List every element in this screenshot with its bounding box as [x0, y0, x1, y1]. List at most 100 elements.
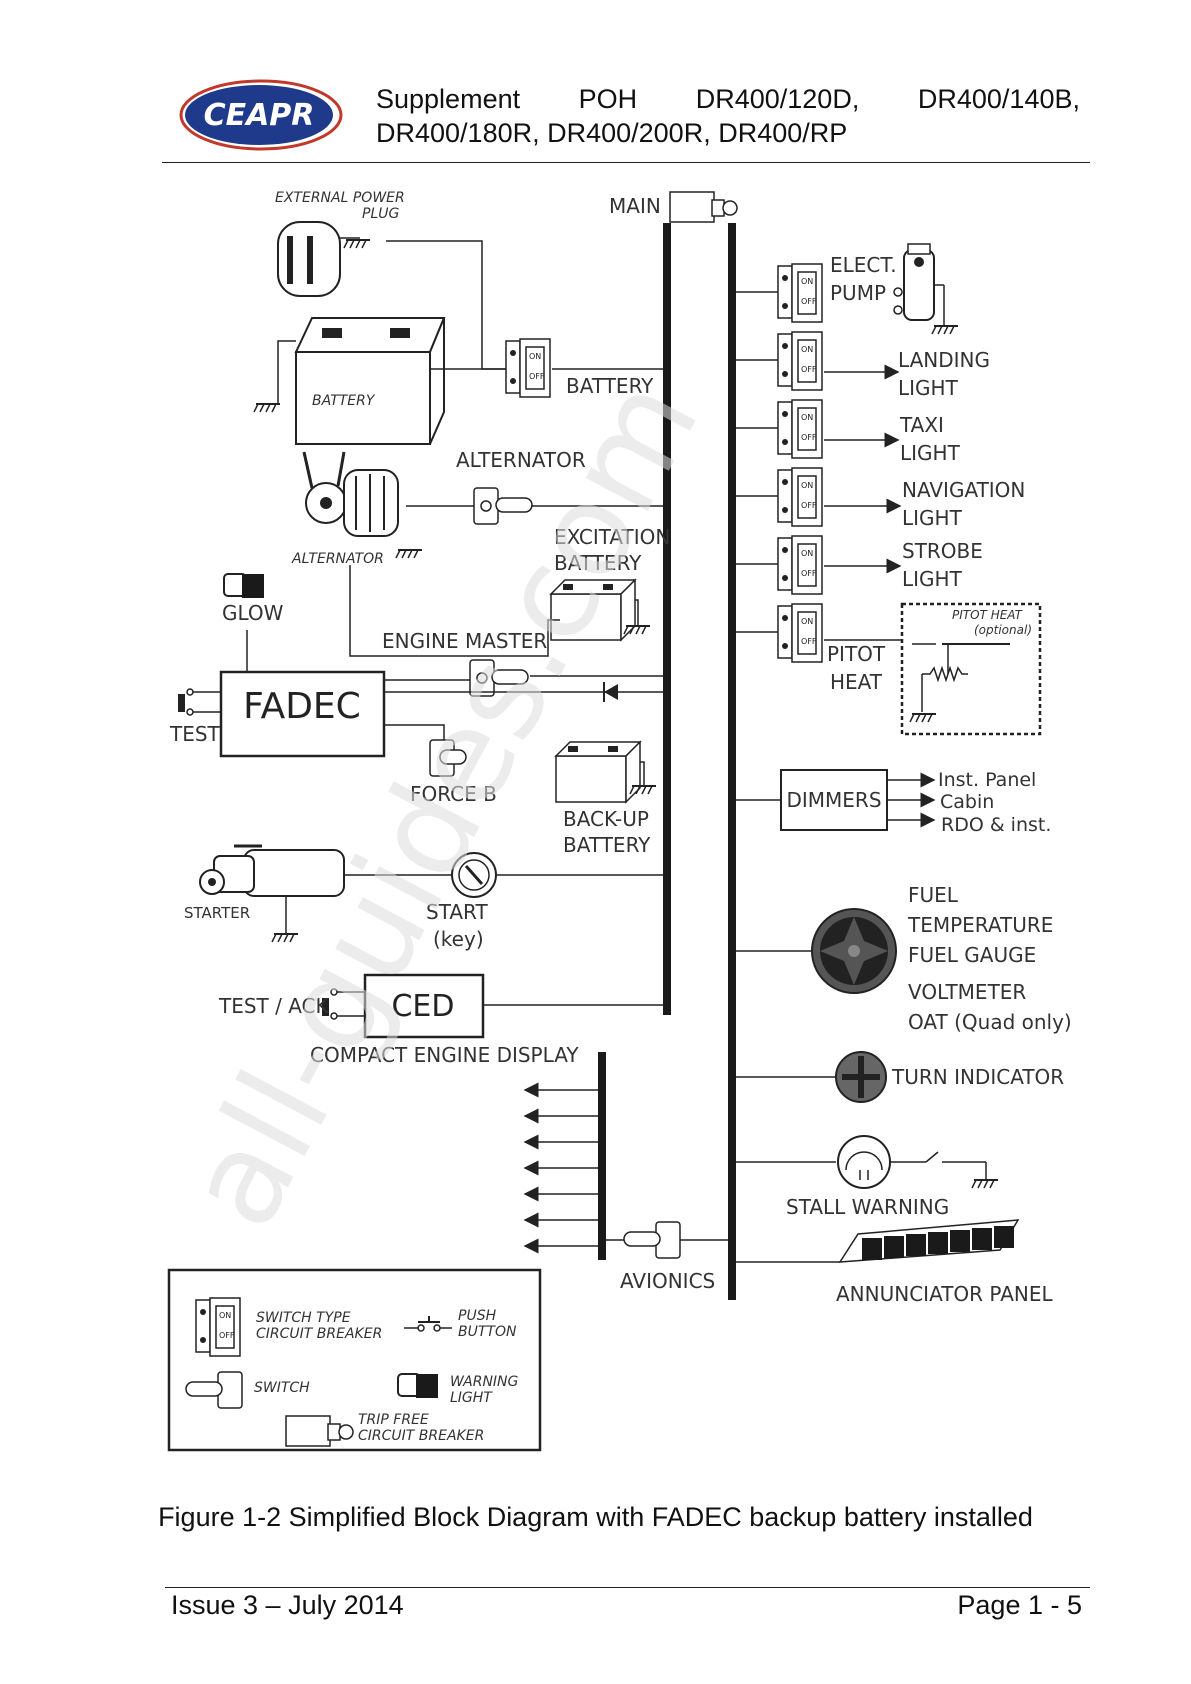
test-ack-label: TEST / ACK — [218, 994, 330, 1018]
legend-switch-type-cb-icon — [195, 1297, 241, 1357]
switch-on-label: ON — [801, 345, 813, 354]
switch-off-label: OFF — [801, 637, 817, 646]
test-label: TEST — [169, 722, 221, 746]
header-divider — [162, 162, 1090, 163]
main-trip-free-breaker — [669, 191, 738, 223]
ceapr-logo: CEAPR — [179, 79, 343, 151]
logo-text: CEAPR — [204, 98, 315, 133]
main-bus-left — [663, 223, 671, 1015]
elect-pump-breaker-icon — [777, 263, 823, 323]
switch-off-label: OFF — [219, 1331, 235, 1340]
turn-indicator-icon — [835, 1051, 887, 1103]
start-key-switch-icon — [451, 852, 497, 898]
gauge-label-voltmeter: VOLTMETER — [908, 980, 1026, 1004]
turn-indicator-label: TURN INDICATOR — [891, 1065, 1064, 1089]
legend-warning-light-icon — [397, 1373, 438, 1398]
battery-switch-icon — [505, 338, 551, 398]
force-b-switch-icon — [429, 739, 467, 777]
pitot-heat-optional-label: PITOT HEAT(optional) — [952, 608, 1032, 637]
test-ack-push-button[interactable] — [322, 988, 365, 1020]
avionics-label: AVIONICS — [620, 1269, 715, 1293]
header-word: DR400/140B, — [917, 84, 1080, 114]
switch-off-label: OFF — [801, 297, 817, 306]
stall-warning-label: STALL WARNING — [786, 1195, 949, 1219]
switch-on-label: ON — [801, 277, 813, 286]
pitot-heat-optional-box — [900, 602, 1042, 736]
switch-off-label: OFF — [801, 433, 817, 442]
footer-issue: Issue 3 – July 2014 — [171, 1590, 404, 1620]
alternator-component-label: ALTERNATOR — [291, 551, 384, 567]
dimmer-output-rdo-inst: RDO & inst. — [941, 814, 1051, 836]
header-word: DR400/120D, — [695, 84, 860, 114]
avionics-bus — [598, 1052, 606, 1260]
ced-box — [363, 973, 485, 1039]
force-b-label: FORCE B — [410, 782, 497, 806]
stall-warning-horn-icon — [837, 1135, 891, 1189]
navigation-light-breaker-icon — [777, 467, 823, 527]
battery-icon: BATTERY — [294, 317, 446, 445]
landing-light-breaker-icon — [777, 331, 823, 391]
external-power-plug-icon — [277, 221, 371, 297]
backup-battery-icon — [555, 741, 641, 803]
switch-on-label: ON — [801, 617, 813, 626]
main-bus-right — [728, 223, 736, 1300]
header-word: POH — [578, 84, 638, 114]
header-title: Supplement POH DR400/120D, DR400/140B, D… — [376, 82, 1080, 150]
switch-off-label: OFF — [529, 372, 545, 381]
quad-gauge-icon — [811, 908, 897, 994]
header-title-line2: DR400/180R, DR400/200R, DR400/RP — [376, 118, 848, 148]
header-word: Supplement — [376, 84, 521, 114]
legend-trip-free-cb-icon — [285, 1415, 354, 1447]
switch-on-label: ON — [801, 481, 813, 490]
test-push-button[interactable] — [178, 688, 221, 716]
gauge-label-fuel-gauge: FUEL GAUGE — [908, 943, 1036, 967]
figure-caption: Figure 1-2 Simplified Block Diagram with… — [158, 1502, 1033, 1532]
footer-page-number: Page 1 - 5 — [957, 1590, 1082, 1620]
annunciator-panel-icon — [838, 1219, 1020, 1263]
fuel-pump-icon — [893, 243, 945, 326]
switch-off-label: OFF — [801, 365, 817, 374]
switch-off-label: OFF — [801, 569, 817, 578]
taxi-light-breaker-icon — [777, 399, 823, 459]
switch-on-label: ON — [219, 1311, 231, 1320]
switch-on-label: ON — [801, 549, 813, 558]
fadec-label: FADEC — [243, 686, 361, 727]
footer-divider — [165, 1587, 1090, 1588]
switch-off-label: OFF — [801, 501, 817, 510]
alternator-switch-label: ALTERNATOR — [456, 448, 586, 472]
header-title-line1: Supplement POH DR400/120D, DR400/140B, — [376, 82, 1080, 116]
ced-label: CED — [391, 989, 454, 1024]
battery-component-label: BATTERY — [312, 393, 376, 409]
dimmer-output-inst-panel: Inst. Panel — [938, 769, 1036, 791]
engine-master-switch-icon — [469, 659, 529, 697]
legend-push-button-icon — [404, 1316, 452, 1332]
legend-switch-label: SWITCH — [254, 1380, 310, 1396]
switch-on-label: ON — [529, 352, 541, 361]
avionics-switch-icon — [623, 1221, 681, 1259]
glow-warning-light-icon — [223, 573, 264, 598]
glow-label: GLOW — [222, 601, 284, 625]
annunciator-panel-label: ANNUNCIATOR PANEL — [836, 1282, 1053, 1306]
dimmer-output-cabin: Cabin — [940, 791, 994, 813]
start-key-label: START(key) — [426, 900, 488, 951]
gauge-label-temperature: TEMPERATURE — [907, 913, 1053, 937]
gauge-label-oat: OAT (Quad only) — [908, 1010, 1072, 1034]
legend-box — [167, 1268, 542, 1452]
legend-switch-icon — [185, 1371, 243, 1409]
main-label: MAIN — [609, 194, 661, 218]
starter-motor-icon — [199, 844, 345, 897]
dimmers-label: DIMMERS — [786, 788, 881, 812]
switch-on-label: ON — [801, 413, 813, 422]
